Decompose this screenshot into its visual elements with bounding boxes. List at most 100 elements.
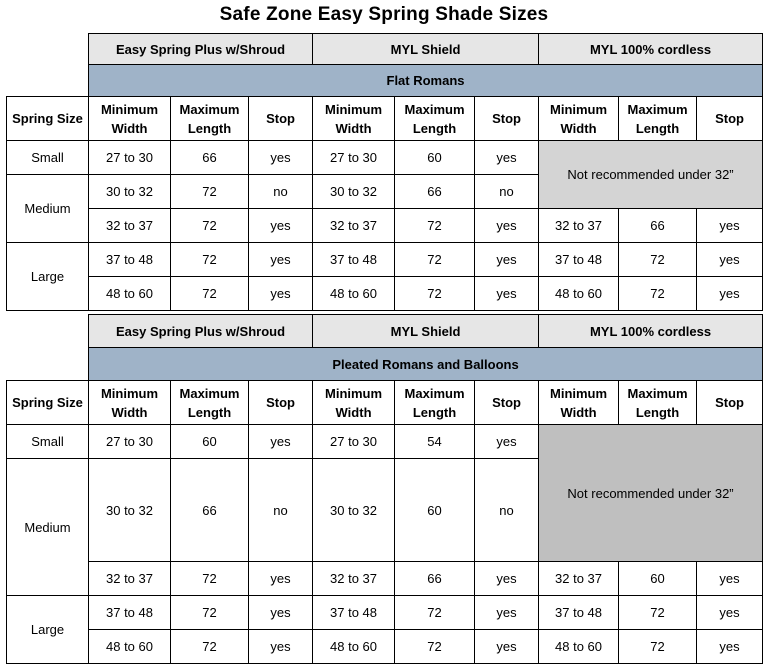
cell-stop: yes <box>474 242 540 277</box>
corner-blank <box>7 348 89 381</box>
cell-stop: no <box>474 458 540 562</box>
flat-romans-table: Easy Spring Plus w/Shroud MYL Shield MYL… <box>6 33 764 311</box>
cell-min-width: 37 to 48 <box>88 595 171 630</box>
cell-max-length: 54 <box>394 424 476 459</box>
cell-stop: yes <box>474 140 540 175</box>
cell-max-length: 72 <box>618 276 698 311</box>
group-header-myl-shield: MYL Shield <box>312 33 540 65</box>
col-header-stop: Stop <box>474 380 540 425</box>
cell-min-width: 48 to 60 <box>312 276 396 311</box>
cell-stop: no <box>474 174 540 209</box>
col-header-stop: Stop <box>696 96 764 141</box>
cell-min-width: 32 to 37 <box>312 208 396 243</box>
cell-stop: yes <box>247 629 314 664</box>
group-header-myl-shield: MYL Shield <box>312 314 540 348</box>
cell-max-length: 66 <box>394 174 476 209</box>
cell-max-length: 66 <box>170 458 249 562</box>
cell-max-length: 72 <box>618 242 698 277</box>
cell-min-width: 48 to 60 <box>538 629 620 664</box>
col-header-stop: Stop <box>696 380 764 425</box>
cell-stop: yes <box>696 595 764 630</box>
cell-min-width: 37 to 48 <box>312 242 396 277</box>
cell-min-width: 48 to 60 <box>312 629 396 664</box>
cell-stop: yes <box>696 242 764 277</box>
cell-stop: yes <box>474 424 540 459</box>
cell-min-width: 37 to 48 <box>88 242 171 277</box>
group-header-myl-cordless: MYL 100% cordless <box>538 33 764 65</box>
cell-min-width: 30 to 32 <box>88 458 171 562</box>
cell-max-length: 72 <box>394 242 476 277</box>
cell-stop: no <box>247 458 314 562</box>
cell-stop: yes <box>696 629 764 664</box>
cell-max-length: 72 <box>394 595 476 630</box>
cell-max-length: 60 <box>394 458 476 562</box>
cell-min-width: 30 to 32 <box>312 458 396 562</box>
cell-stop: yes <box>247 595 314 630</box>
cell-stop: yes <box>474 629 540 664</box>
col-header-spring-size: Spring Size <box>6 380 89 425</box>
cell-max-length: 72 <box>394 629 476 664</box>
size-label-large: Large <box>6 595 89 664</box>
cell-stop: yes <box>247 208 314 243</box>
size-label-medium: Medium <box>6 458 89 596</box>
cell-min-width: 32 to 37 <box>88 208 171 243</box>
cell-max-length: 72 <box>170 242 249 277</box>
cell-max-length: 66 <box>170 140 249 175</box>
col-header-stop: Stop <box>247 380 314 425</box>
cell-min-width: 37 to 48 <box>538 595 620 630</box>
pleated-romans-table: Easy Spring Plus w/Shroud MYL Shield MYL… <box>6 314 764 664</box>
cell-stop: yes <box>247 561 314 596</box>
cell-min-width: 32 to 37 <box>88 561 171 596</box>
cell-min-width: 27 to 30 <box>312 140 396 175</box>
cell-min-width: 48 to 60 <box>538 276 620 311</box>
cell-max-length: 60 <box>618 561 698 596</box>
cell-stop: yes <box>247 242 314 277</box>
cell-min-width: 30 to 32 <box>88 174 171 209</box>
cell-stop: yes <box>247 424 314 459</box>
cell-min-width: 30 to 32 <box>312 174 396 209</box>
cell-stop: yes <box>696 208 764 243</box>
cell-max-length: 72 <box>170 595 249 630</box>
cell-max-length: 72 <box>170 208 249 243</box>
cell-stop: yes <box>474 595 540 630</box>
size-label-medium: Medium <box>6 174 89 243</box>
cell-max-length: 72 <box>170 629 249 664</box>
corner-blank <box>7 34 89 65</box>
cell-max-length: 60 <box>170 424 249 459</box>
cell-stop: yes <box>696 561 764 596</box>
section-title-pleated-romans: Pleated Romans and Balloons <box>87 347 764 381</box>
cell-max-length: 72 <box>394 208 476 243</box>
cell-max-length: 72 <box>394 276 476 311</box>
size-label-large: Large <box>6 242 89 311</box>
cell-max-length: 66 <box>618 208 698 243</box>
cell-min-width: 27 to 30 <box>312 424 396 459</box>
size-label-small: Small <box>6 424 89 459</box>
cell-min-width: 27 to 30 <box>88 424 171 459</box>
size-label-small: Small <box>6 140 89 175</box>
col-header-stop: Stop <box>247 96 314 141</box>
cell-stop: yes <box>696 276 764 311</box>
corner-blank <box>7 315 89 348</box>
cell-min-width: 37 to 48 <box>538 242 620 277</box>
section-title-flat-romans: Flat Romans <box>87 64 764 97</box>
cell-min-width: 32 to 37 <box>538 561 620 596</box>
not-recommended-note: Not recommended under 32” <box>538 424 764 562</box>
group-header-easy-spring: Easy Spring Plus w/Shroud <box>87 33 314 65</box>
cell-max-length: 72 <box>170 174 249 209</box>
page-title: Safe Zone Easy Spring Shade Sizes <box>219 4 549 25</box>
cell-min-width: 48 to 60 <box>88 276 171 311</box>
group-header-myl-cordless: MYL 100% cordless <box>538 314 764 348</box>
cell-max-length: 72 <box>170 561 249 596</box>
not-recommended-note: Not recommended under 32” <box>538 140 764 209</box>
group-header-easy-spring: Easy Spring Plus w/Shroud <box>87 314 314 348</box>
